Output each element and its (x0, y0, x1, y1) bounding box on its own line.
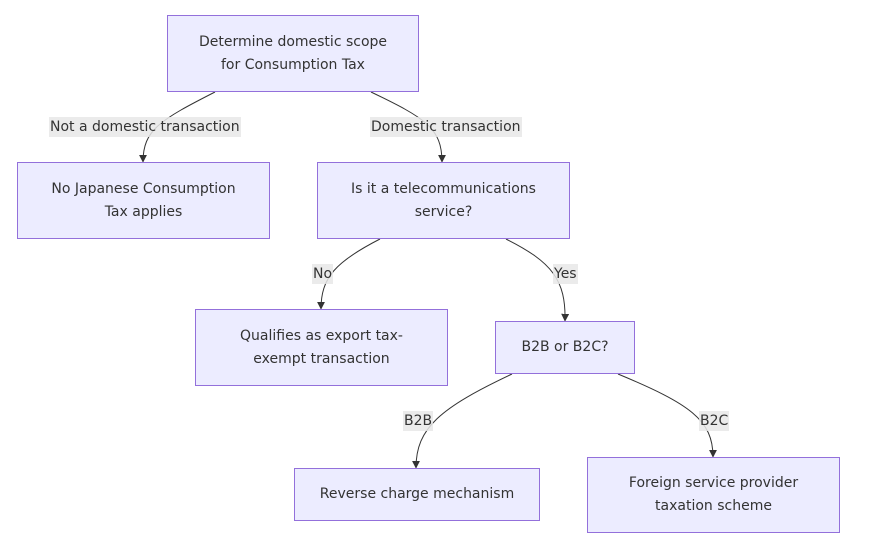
edge-label-yes: Yes (553, 264, 578, 284)
node-text-line: service? (414, 203, 473, 220)
node-text-line: Qualifies as export tax- (240, 327, 403, 344)
node-text-line: Determine domestic scope (198, 33, 388, 50)
edge-label-domestic: Domestic transaction (370, 117, 522, 137)
node-telecom-question: Is it a telecommunications service? (317, 162, 570, 239)
node-text-line: exempt transaction (253, 350, 390, 367)
node-text-line: Is it a telecommunications (351, 180, 536, 197)
edge-label-b2b: B2B (403, 411, 434, 431)
node-text-line: B2B or B2C? (521, 339, 609, 355)
node-export-exempt: Qualifies as export tax- exempt transact… (195, 309, 448, 386)
node-foreign-provider: Foreign service provider taxation scheme (587, 457, 840, 533)
node-text-line: taxation scheme (655, 498, 772, 514)
edge-c-e (505, 238, 570, 322)
node-text-line: Reverse charge mechanism (319, 486, 515, 502)
edge-e-f (412, 373, 513, 469)
node-text-line: Tax applies (104, 203, 183, 220)
edge-c-d (317, 238, 381, 310)
edge-label-not-domestic: Not a domestic transaction (49, 117, 241, 137)
node-text-line: for Consumption Tax (221, 56, 365, 73)
edge-label-b2c: B2C (699, 411, 730, 431)
node-text-line: No Japanese Consumption (51, 180, 236, 197)
node-text-line: Foreign service provider (628, 475, 799, 491)
edge-label-no: No (312, 264, 334, 284)
edge-e-g (617, 373, 717, 458)
node-determine-scope: Determine domestic scope for Consumption… (167, 15, 419, 92)
node-reverse-charge: Reverse charge mechanism (294, 468, 540, 521)
node-no-consumption-tax: No Japanese Consumption Tax applies (17, 162, 270, 239)
node-b2b-or-b2c: B2B or B2C? (495, 321, 635, 374)
